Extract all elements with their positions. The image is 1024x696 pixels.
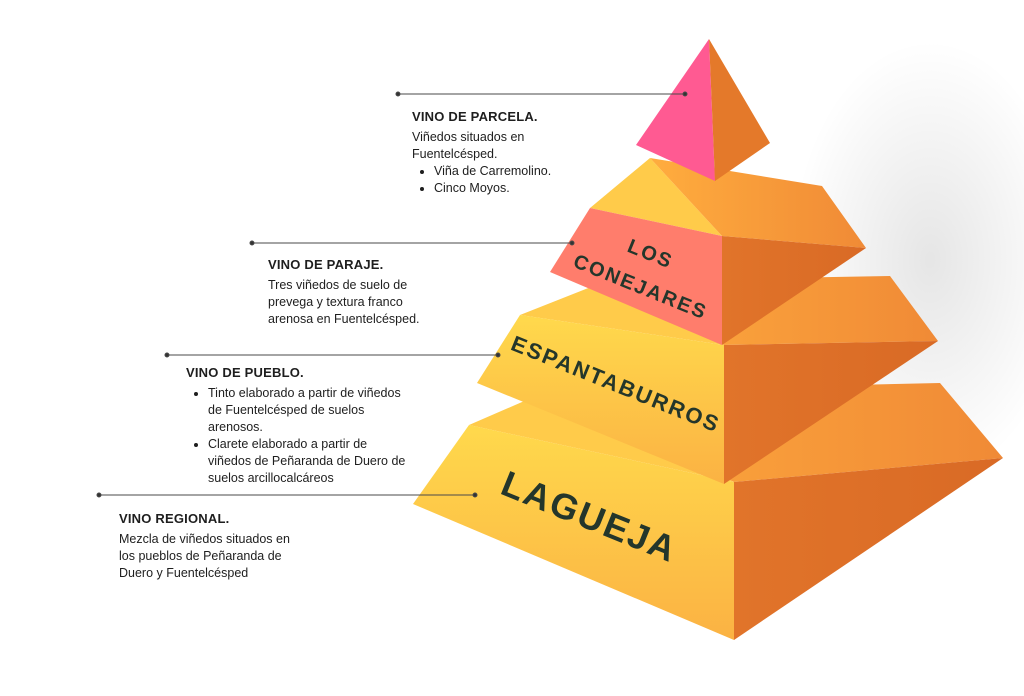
tier-paraje-top-left [590,158,722,236]
tier-paraje-top-right [650,158,866,248]
tier-pueblo-right-face [724,341,938,484]
annotation-pueblo: VINO DE PUEBLO. Tinto elaborado a partir… [186,364,406,487]
annotation-paraje: VINO DE PARAJE. Tres viñedos de suelo de… [268,256,448,328]
tier-regional-right-face [734,458,1003,640]
connector-parcela-dot-start [395,91,401,97]
tier-pueblo-top-left [520,281,724,345]
connector-regional-dot-start [96,492,102,498]
list-item: Cinco Moyos. [434,180,612,197]
list-item: Tinto elaborado a partir de viñedos de F… [208,385,406,436]
list-item: Viña de Carremolino. [434,163,612,180]
annotation-parcela-title: VINO DE PARCELA. [412,109,538,124]
annotation-regional-title: VINO REGIONAL. [119,511,230,526]
tier-parcela-tip [636,39,770,181]
annotation-parcela: VINO DE PARCELA. Viñedos situados en Fue… [412,108,612,197]
annotation-regional: VINO REGIONAL. Mezcla de viñedos situado… [119,510,309,582]
tip-left-face [636,39,715,181]
tier-paraje-right-face [722,236,866,345]
annotation-pueblo-list: Tinto elaborado a partir de viñedos de F… [186,385,406,487]
list-item: Clarete elaborado a partir de viñedos de… [208,436,406,487]
annotation-paraje-text: Tres viñedos de suelo de prevega y textu… [268,278,420,326]
connector-paraje-dot-start [249,240,255,246]
connector-pueblo-dot-end [495,352,501,358]
tier-pueblo-left-face [477,315,724,484]
annotation-parcela-list: Viña de Carremolino. Cinco Moyos. [412,163,612,197]
annotation-regional-text: Mezcla de viñedos situados en los pueblo… [119,532,290,580]
tier-pueblo [477,276,938,484]
annotation-paraje-title: VINO DE PARAJE. [268,257,384,272]
tier-paraje [550,158,866,345]
tip-right-face [709,39,770,181]
tier-regional-left-face [413,425,734,640]
connector-regional-dot-end [472,492,478,498]
connector-pueblo-dot-start [164,352,170,358]
annotation-pueblo-title: VINO DE PUEBLO. [186,365,304,380]
connector-parcela-dot-end [682,91,688,97]
annotation-parcela-text: Viñedos situados en Fuentelcésped. [412,130,525,161]
connector-paraje-dot-end [569,240,575,246]
tier-paraje-left-face [550,208,722,345]
